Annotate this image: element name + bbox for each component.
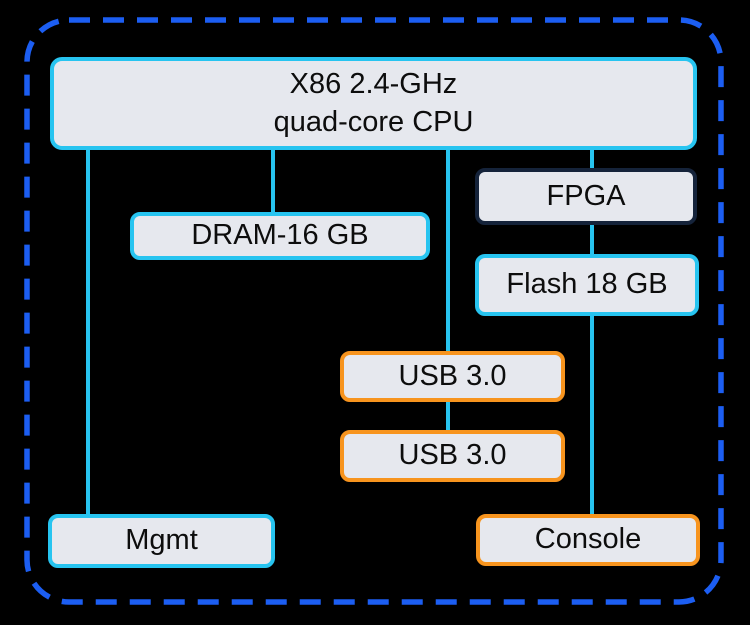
fpga-label: FPGA	[546, 179, 626, 212]
connector-cpu-dram	[271, 146, 275, 216]
node-usb-bottom: USB 3.0	[340, 430, 565, 482]
connector-cpu-mgmt	[86, 146, 90, 516]
dram-label: DRAM-16 GB	[191, 219, 369, 252]
connector-cpu-usb-top	[446, 146, 450, 354]
connector-fpga-flash	[590, 222, 594, 258]
cpu-label-line2: quad-core CPU	[273, 105, 474, 138]
mgmt-label: Mgmt	[125, 524, 198, 557]
connector-usb-usb	[446, 399, 450, 433]
connector-cpu-fpga	[590, 146, 594, 172]
node-flash: Flash 18 GB	[475, 254, 699, 316]
node-fpga: FPGA	[475, 168, 697, 225]
console-label: Console	[534, 523, 642, 556]
cpu-label: X86 2.4-GHz quad-core CPU	[274, 66, 474, 141]
connector-flash-console	[590, 313, 594, 517]
usb-bottom-label: USB 3.0	[398, 439, 507, 472]
node-mgmt: Mgmt	[48, 514, 275, 568]
flash-label: Flash 18 GB	[506, 268, 668, 301]
cpu-label-line1: X86 2.4-GHz	[289, 67, 458, 100]
node-dram: DRAM-16 GB	[130, 212, 430, 260]
usb-top-label: USB 3.0	[398, 359, 507, 392]
node-usb-top: USB 3.0	[340, 351, 565, 402]
node-cpu: X86 2.4-GHz quad-core CPU	[50, 57, 697, 150]
node-console: Console	[476, 514, 700, 566]
